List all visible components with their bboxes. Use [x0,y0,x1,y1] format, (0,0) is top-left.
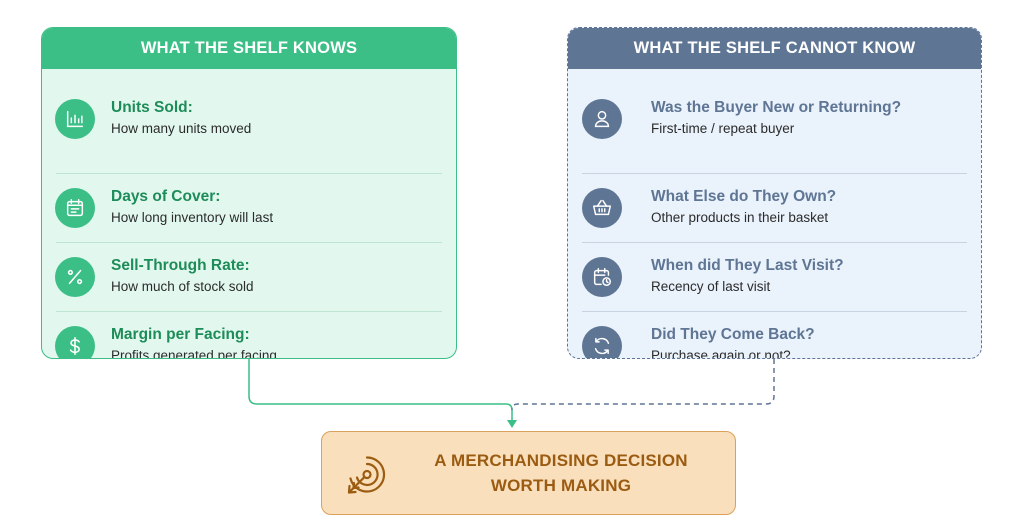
refresh-icon [582,325,622,358]
divider [56,173,442,174]
connector-arrowhead [507,420,517,428]
list-item-sell-through-rate: Sell-Through Rate: How much of stock sol… [42,242,456,311]
list-item-units-sold: Units Sold: How many units moved [42,84,456,153]
list-item-days-of-cover: Days of Cover: How long inventory will l… [42,173,456,242]
divider [582,242,967,243]
item-description: How many units moved [111,121,252,136]
item-description: How long inventory will last [111,210,274,225]
item-title: Did They Come Back? [651,326,815,343]
list-item-what-else-they-own: What Else do They Own? Other products in… [568,173,981,242]
item-title: When did They Last Visit? [651,257,844,274]
dollar-icon [55,325,95,358]
decision-title-line2: WORTH MAKING [490,476,632,495]
divider [56,311,442,312]
item-description: Other products in their basket [651,210,829,225]
decision-title-line1: A MERCHANDISING DECISION [434,451,688,470]
target-arrow-icon [347,456,386,494]
percent-icon [55,256,95,297]
shelf-cannot-know-header: WHAT THE SHELF CANNOT KNOW [568,28,981,69]
item-description: Purchase again or not? [651,348,791,359]
shelf-knows-panel: WHAT THE SHELF KNOWS Units Sold: How man… [41,27,457,359]
shelf-knows-header: WHAT THE SHELF KNOWS [42,28,456,69]
item-title: What Else do They Own? [651,188,837,205]
item-description: First-time / repeat buyer [651,121,795,136]
bar-chart-icon [55,98,95,139]
decision-title: A MERCHANDISING DECISION WORTH MAKING [397,432,725,514]
divider [582,173,967,174]
basket-icon [582,187,622,228]
item-title: Days of Cover: [111,188,221,205]
user-icon [582,98,622,139]
item-title: Margin per Facing: [111,326,250,343]
knows-connector-line [248,359,513,420]
list-item-last-visit: When did They Last Visit? Recency of las… [568,242,981,311]
divider [56,242,442,243]
calendar-list-icon [55,187,95,228]
decision-box: A MERCHANDISING DECISION WORTH MAKING [321,431,736,515]
cannot-know-connector-line [511,359,775,411]
divider [582,311,967,312]
item-title: Sell-Through Rate: [111,257,250,274]
list-item-margin-per-facing: Margin per Facing: Profits generated per… [42,311,456,359]
item-description: How much of stock sold [111,279,254,294]
item-description: Profits generated per facing [111,348,277,359]
calendar-clock-icon [582,256,622,297]
list-item-buyer-new-or-returning: Was the Buyer New or Returning? First-ti… [568,84,981,153]
item-title: Units Sold: [111,99,193,116]
item-description: Recency of last visit [651,279,771,294]
item-title: Was the Buyer New or Returning? [651,99,902,116]
shelf-cannot-know-panel: WHAT THE SHELF CANNOT KNOW Was the Buyer… [567,27,982,359]
list-item-did-they-come-back: Did They Come Back? Purchase again or no… [568,311,981,359]
